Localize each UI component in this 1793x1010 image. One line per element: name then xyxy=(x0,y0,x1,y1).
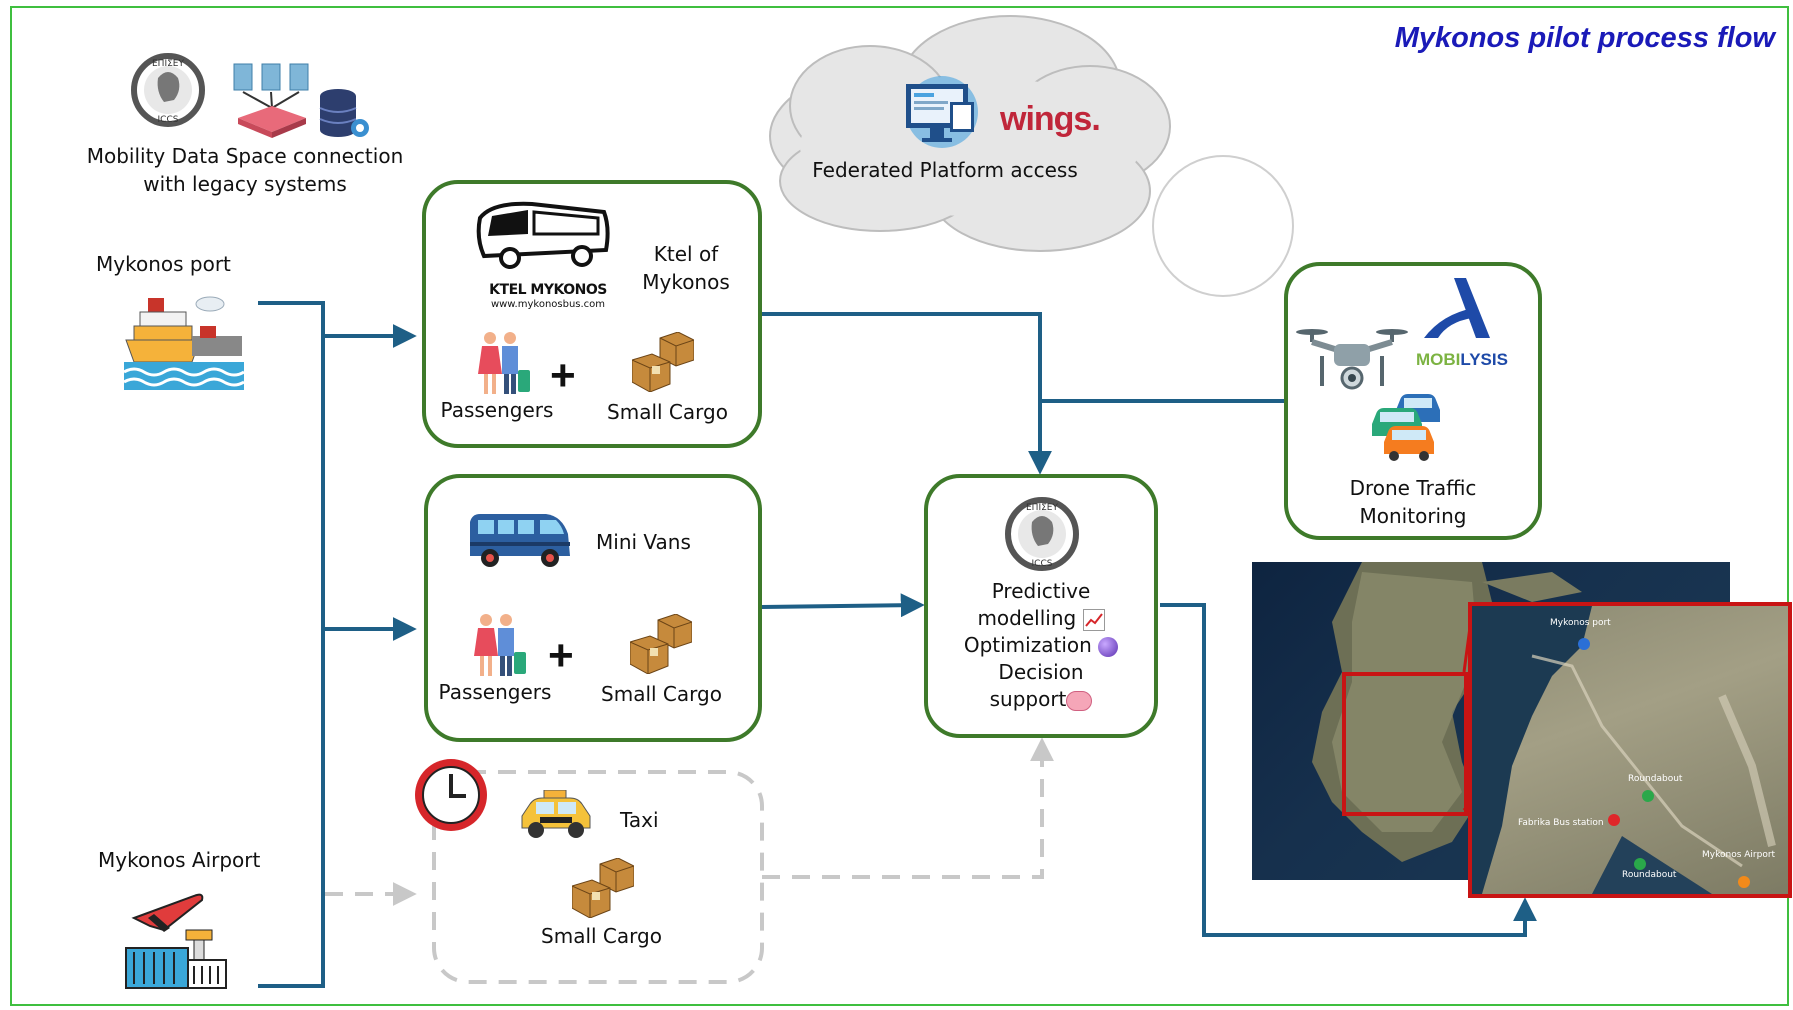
wings-logo: wings. xyxy=(1000,100,1101,138)
airport-icon xyxy=(124,888,228,992)
airport-label: Mykonos Airport xyxy=(98,848,261,872)
satellite-map-detail: Mykonos port Roundabout Fabrika Bus stat… xyxy=(1468,602,1792,898)
outer-frame xyxy=(10,6,1789,1006)
ktel-logo-text: KTEL MYKONOS xyxy=(489,282,607,298)
ktel-passengers-label: Passengers xyxy=(440,398,554,422)
drone-icon xyxy=(1294,326,1410,404)
map-label-roundabout-1: Roundabout xyxy=(1628,774,1683,784)
clock-icon xyxy=(412,756,490,834)
passengers-icon xyxy=(474,330,534,396)
map-zoom-lines xyxy=(1462,604,1475,821)
iccs-logo: EΠΙΣΕΥ ICCS xyxy=(1004,496,1080,572)
mobilysis-logo-mark xyxy=(1424,278,1490,340)
brain-icon xyxy=(1066,690,1093,711)
taxi-dashed-box xyxy=(432,770,764,984)
svg-text:ICCS: ICCS xyxy=(158,115,179,125)
cars-icon xyxy=(1370,392,1442,462)
iccs-logo-top: EΠΙΣΕΥ ICCS xyxy=(130,52,206,128)
taxi-to-predictive xyxy=(762,737,1054,879)
plus-icon: + xyxy=(550,351,576,400)
map-label-bus-station: Fabrika Bus station xyxy=(1518,818,1604,828)
database-icon xyxy=(316,86,372,142)
taxi-icon xyxy=(520,789,592,840)
port-connector xyxy=(258,301,325,988)
minivan-icon xyxy=(466,512,572,570)
ktel-to-predictive xyxy=(760,312,1052,475)
map-label-roundabout-2: Roundabout xyxy=(1622,870,1677,880)
minivans-name: Mini Vans xyxy=(596,530,691,554)
minivans-cargo-label: Small Cargo xyxy=(601,682,722,706)
crystal-ball-icon xyxy=(1098,636,1119,657)
predictive-to-map xyxy=(1160,603,1537,937)
minivans-passengers-label: Passengers xyxy=(438,680,552,704)
mobilysis-brand: MOBILYSIS xyxy=(1416,350,1508,369)
predictive-text: Predictive modelling Optimization Decisi… xyxy=(934,578,1148,713)
drone-label: Drone Traffic Monitoring xyxy=(1349,476,1477,528)
passengers-icon xyxy=(470,612,530,678)
chart-icon xyxy=(1082,608,1105,631)
ktel-name: Ktel of Mykonos xyxy=(642,242,730,294)
svg-text:EΠΙΣΕΥ: EΠΙΣΕΥ xyxy=(1026,503,1058,513)
plus-icon: + xyxy=(548,631,574,680)
taxi-name: Taxi xyxy=(620,808,659,832)
svg-text:EΠΙΣΕΥ: EΠΙΣΕΥ xyxy=(152,59,184,69)
ship-icon xyxy=(123,292,245,392)
ktel-bus-logo xyxy=(472,198,612,276)
documents-icon xyxy=(232,62,312,140)
page-title: Mykonos pilot process flow xyxy=(1394,22,1775,54)
mds-label: Mobility Data Space connection with lega… xyxy=(86,144,404,196)
map-label-port: Mykonos port xyxy=(1550,618,1611,628)
taxi-cargo-label: Small Cargo xyxy=(541,924,662,948)
cargo-boxes-icon xyxy=(629,613,693,675)
cargo-boxes-icon xyxy=(631,331,695,393)
port-label: Mykonos port xyxy=(96,252,231,276)
monitor-icon xyxy=(902,74,980,152)
vans-to-predictive xyxy=(759,593,925,618)
cargo-boxes-icon xyxy=(571,857,635,919)
ktel-cargo-label: Small Cargo xyxy=(607,400,728,424)
platform-cloud xyxy=(769,15,1294,297)
ktel-logo-url: www.mykonosbus.com xyxy=(490,299,606,310)
cloud-label: Federated Platform access xyxy=(812,158,1078,182)
map-label-airport: Mykonos Airport xyxy=(1702,850,1776,860)
svg-text:ICCS: ICCS xyxy=(1032,559,1053,569)
